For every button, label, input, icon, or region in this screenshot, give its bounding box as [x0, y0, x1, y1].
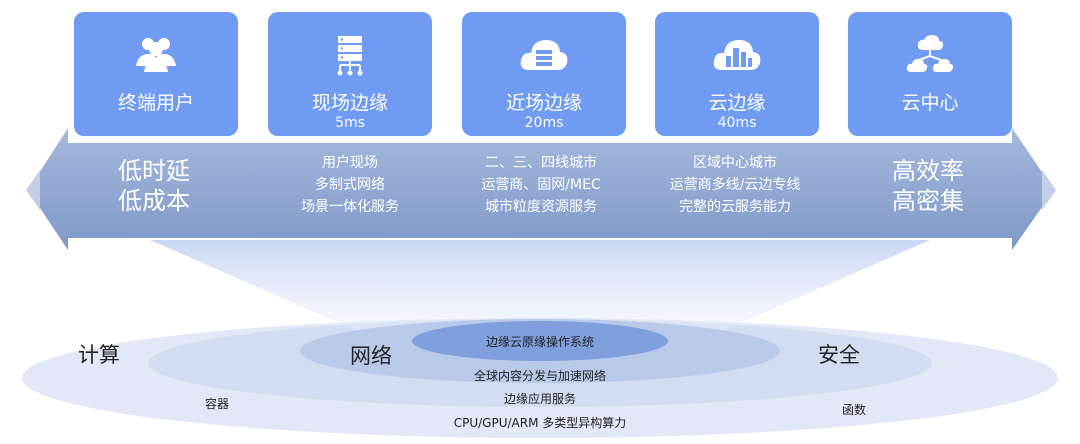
latency-arrow [28, 128, 1054, 250]
desc-line: 场景一体化服务 [301, 199, 399, 215]
card-nearfield-edge: 近场边缘 20ms [462, 12, 626, 136]
arrow-right-text: 高效率 高密集 [868, 156, 988, 216]
card-terminal-user: 终端用户 [74, 12, 238, 136]
label-container: 容器 [205, 397, 230, 411]
cloud-server-icon [520, 40, 568, 70]
projection-beam [150, 240, 930, 345]
card-title: 云边缘 [708, 92, 766, 114]
arrow-right-line-2: 高密集 [892, 187, 964, 215]
arrow-left-line-2: 低成本 [118, 187, 190, 215]
desc-line: 运营商多线/云边专线 [669, 177, 801, 193]
server-network-icon [337, 36, 363, 76]
users-icon [136, 38, 176, 72]
desc-line: 区域中心城市 [693, 155, 777, 171]
desc-line: 用户现场 [322, 155, 378, 171]
desc-line: 城市粒度资源服务 [485, 199, 597, 215]
card-latency: 5ms [335, 115, 365, 131]
card-cloud-center: 云中心 [848, 12, 1012, 136]
card-latency: 20ms [524, 115, 564, 131]
label-heterogeneous-compute: CPU/GPU/ARM 多类型异构算力 [453, 416, 627, 430]
card-title: 近场边缘 [505, 92, 582, 114]
desc-line: 运营商、固网/MEC [481, 177, 601, 193]
arrow-right-line-1: 高效率 [892, 157, 964, 185]
label-security: 安全 [818, 343, 860, 367]
desc-line: 二、三、四线城市 [485, 155, 597, 171]
cloud-buildings-icon [713, 40, 761, 70]
label-compute: 计算 [78, 343, 120, 367]
label-function: 函数 [842, 403, 867, 417]
card-latency: 40ms [717, 115, 757, 131]
arrow-left-text: 低时延 低成本 [94, 156, 214, 216]
label-cdn: 全球内容分发与加速网络 [473, 369, 606, 383]
platform-core-ellipse [412, 321, 668, 361]
label-edge-os: 边缘云原缘操作系统 [485, 335, 594, 349]
card-onsite-edge: 现场边缘 5ms [268, 12, 432, 136]
arrow-column-cloudedge: 区域中心城市 运营商多线/云边专线 完整的云服务能力 [640, 152, 830, 218]
arrow-column-nearfield: 二、三、四线城市 运营商、固网/MEC 城市粒度资源服务 [450, 152, 632, 218]
card-title: 云中心 [901, 92, 959, 114]
arrow-column-onsite: 用户现场 多制式网络 场景一体化服务 [260, 152, 440, 218]
cloud-network-icon [906, 35, 954, 72]
desc-line: 完整的云服务能力 [679, 199, 791, 215]
card-cloud-edge: 云边缘 40ms [655, 12, 819, 136]
desc-line: 多制式网络 [315, 177, 385, 193]
label-network: 网络 [350, 344, 392, 368]
card-title: 终端用户 [117, 92, 194, 114]
label-edge-app-service: 边缘应用服务 [503, 392, 576, 406]
card-title: 现场边缘 [311, 92, 388, 114]
arrow-left-line-1: 低时延 [118, 157, 190, 185]
